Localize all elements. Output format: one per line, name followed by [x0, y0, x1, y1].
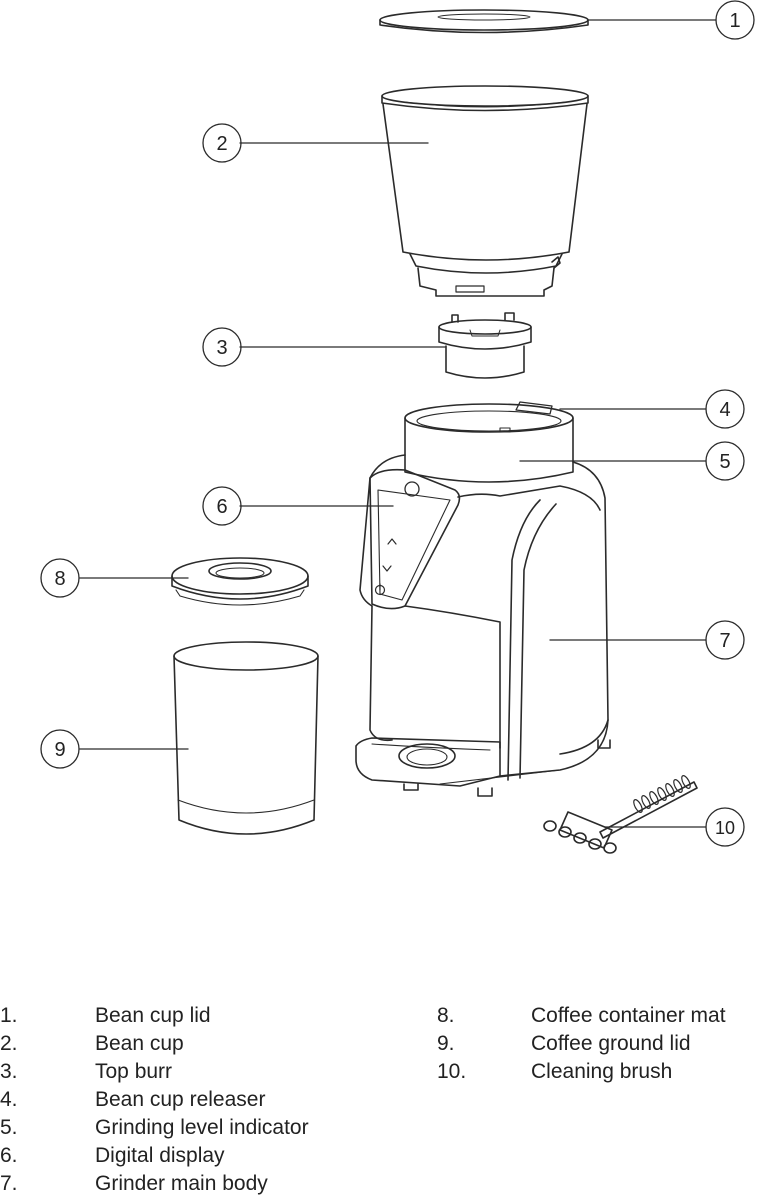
legend-item-number: 5. [0, 1116, 18, 1139]
legend-item: 4. Bean cup releaser [0, 1086, 380, 1114]
exploded-view-diagram: 1 2 3 4 5 6 7 8 [40, 0, 755, 854]
coffee-ground-container-drawing [173, 641, 319, 835]
bean-cup-drawing [381, 85, 589, 297]
callout-2-label: 2 [216, 133, 227, 155]
callout-1-label: 1 [729, 10, 740, 32]
legend-item-label: Cleaning brush [531, 1060, 673, 1083]
callout-2: 2 [202, 123, 242, 163]
callout-5: 5 [705, 441, 745, 481]
legend-item: 5. Grinding level indicator [0, 1114, 380, 1142]
legend-item: 1. Bean cup lid [0, 1002, 380, 1030]
legend-item-number: 9. [437, 1032, 455, 1055]
legend-item-number: 3. [0, 1060, 18, 1083]
grinder-main-body-drawing [355, 401, 611, 797]
coffee-container-mat-drawing [171, 557, 309, 606]
callout-9: 9 [40, 729, 80, 769]
parts-legend: 1. Bean cup lid 2. Bean cup 3. Top burr … [0, 1000, 757, 1200]
legend-item-number: 2. [0, 1032, 18, 1055]
legend-item: 7. Grinder main body [0, 1170, 380, 1198]
legend-item-number: 10. [437, 1060, 467, 1083]
callout-9-label: 9 [54, 739, 65, 761]
legend-item: 10. Cleaning brush [437, 1058, 755, 1086]
callout-6: 6 [202, 486, 242, 526]
legend-item-label: Grinding level indicator [95, 1116, 309, 1139]
callout-4: 4 [705, 389, 745, 429]
legend-item-label: Grinder main body [95, 1172, 268, 1195]
legend-item-number: 6. [0, 1144, 18, 1167]
callout-3: 3 [202, 327, 242, 367]
callout-10-label: 10 [715, 818, 735, 838]
legend-item-number: 1. [0, 1004, 18, 1027]
legend-item-label: Digital display [95, 1144, 225, 1167]
callout-7: 7 [705, 620, 745, 660]
legend-item-label: Top burr [95, 1060, 173, 1083]
legend-item: 9. Coffee ground lid [437, 1030, 755, 1058]
callout-7-label: 7 [719, 630, 730, 652]
callout-10: 10 [705, 807, 745, 847]
callout-3-label: 3 [216, 337, 227, 359]
callout-4-label: 4 [719, 399, 730, 421]
legend-item-label: Bean cup lid [95, 1004, 211, 1027]
callout-1: 1 [715, 0, 755, 40]
bean-cup-lid-drawing [379, 9, 589, 34]
callout-5-label: 5 [719, 451, 730, 473]
legend-item-label: Coffee container mat [531, 1004, 726, 1027]
top-burr-drawing [438, 312, 532, 379]
legend-item: 8. Coffee container mat [437, 1002, 755, 1030]
legend-item-label: Bean cup [95, 1032, 184, 1055]
callout-8: 8 [40, 558, 80, 598]
legend-item-number: 7. [0, 1172, 18, 1195]
legend-item: 6. Digital display [0, 1142, 380, 1170]
legend-item: 2. Bean cup [0, 1030, 380, 1058]
legend-item: 3. Top burr [0, 1058, 380, 1086]
legend-item-number: 4. [0, 1088, 18, 1111]
legend-item-number: 8. [437, 1004, 455, 1027]
callout-6-label: 6 [216, 496, 227, 518]
callout-8-label: 8 [54, 568, 65, 590]
cleaning-brush-drawing [543, 775, 698, 854]
legend-item-label: Bean cup releaser [95, 1088, 266, 1111]
legend-item-label: Coffee ground lid [531, 1032, 691, 1055]
callouts: 1 2 3 4 5 6 7 8 [40, 0, 755, 847]
leader-lines [79, 19, 717, 828]
